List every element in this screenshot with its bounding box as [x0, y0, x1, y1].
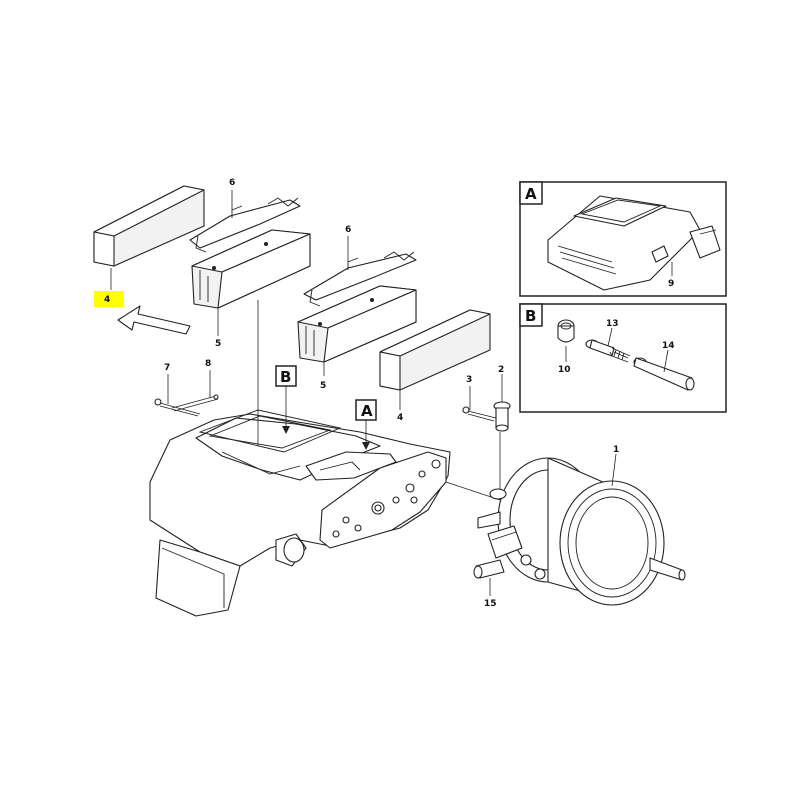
callout-5-right[interactable]: 5 — [320, 381, 326, 391]
detail-box-b: B 10 13 14 — [519, 303, 727, 413]
callout-2[interactable]: 2 — [498, 365, 504, 375]
callout-4-pad-right[interactable]: 4 — [397, 413, 403, 423]
pad-shim-6-left[interactable] — [189, 197, 301, 253]
pad-shim-6-right[interactable] — [303, 251, 417, 307]
brake-pad-4-right[interactable] — [379, 309, 491, 391]
detail-box-a: A 9 — [519, 181, 727, 297]
fitting-15[interactable] — [473, 559, 505, 579]
bolt-7[interactable] — [154, 398, 201, 417]
detail-box-a-title: A — [525, 185, 537, 203]
callout-10[interactable]: 10 — [558, 365, 571, 375]
wear-sensor-9[interactable] — [547, 195, 721, 291]
view-ref-a[interactable]: A — [361, 402, 373, 420]
callout-9[interactable]: 9 — [668, 279, 674, 289]
cap-10[interactable] — [557, 319, 575, 343]
clevis-pin-2[interactable] — [493, 401, 511, 432]
callout-14[interactable]: 14 — [662, 341, 675, 351]
callout-7[interactable]: 7 — [164, 363, 170, 373]
brake-pad-5-right[interactable] — [297, 285, 417, 363]
brake-pad-5-left[interactable] — [191, 229, 311, 309]
brake-chamber-1[interactable] — [477, 457, 686, 606]
detail-box-b-title: B — [525, 307, 536, 325]
brake-pad-4-left[interactable] — [93, 185, 205, 267]
callout-8[interactable]: 8 — [205, 359, 211, 369]
caliper-housing[interactable] — [149, 409, 451, 617]
view-ref-b[interactable]: B — [280, 368, 291, 386]
callout-5-left[interactable]: 5 — [215, 339, 221, 349]
callout-6-right[interactable]: 6 — [345, 225, 351, 235]
callout-1[interactable]: 1 — [613, 445, 619, 455]
callout-6-left[interactable]: 6 — [229, 178, 235, 188]
callout-13[interactable]: 13 — [606, 319, 619, 329]
adjuster-screw-13[interactable] — [585, 339, 631, 363]
bolt-3[interactable] — [462, 406, 497, 422]
direction-arrow-icon — [117, 305, 191, 335]
callout-4-highlighted[interactable]: 4 — [104, 295, 110, 305]
callout-3[interactable]: 3 — [466, 375, 472, 385]
sleeve-14[interactable] — [633, 357, 695, 391]
callout-15[interactable]: 15 — [484, 599, 497, 609]
highlight-box-part-4 — [94, 291, 124, 307]
pin-8[interactable] — [171, 394, 219, 412]
